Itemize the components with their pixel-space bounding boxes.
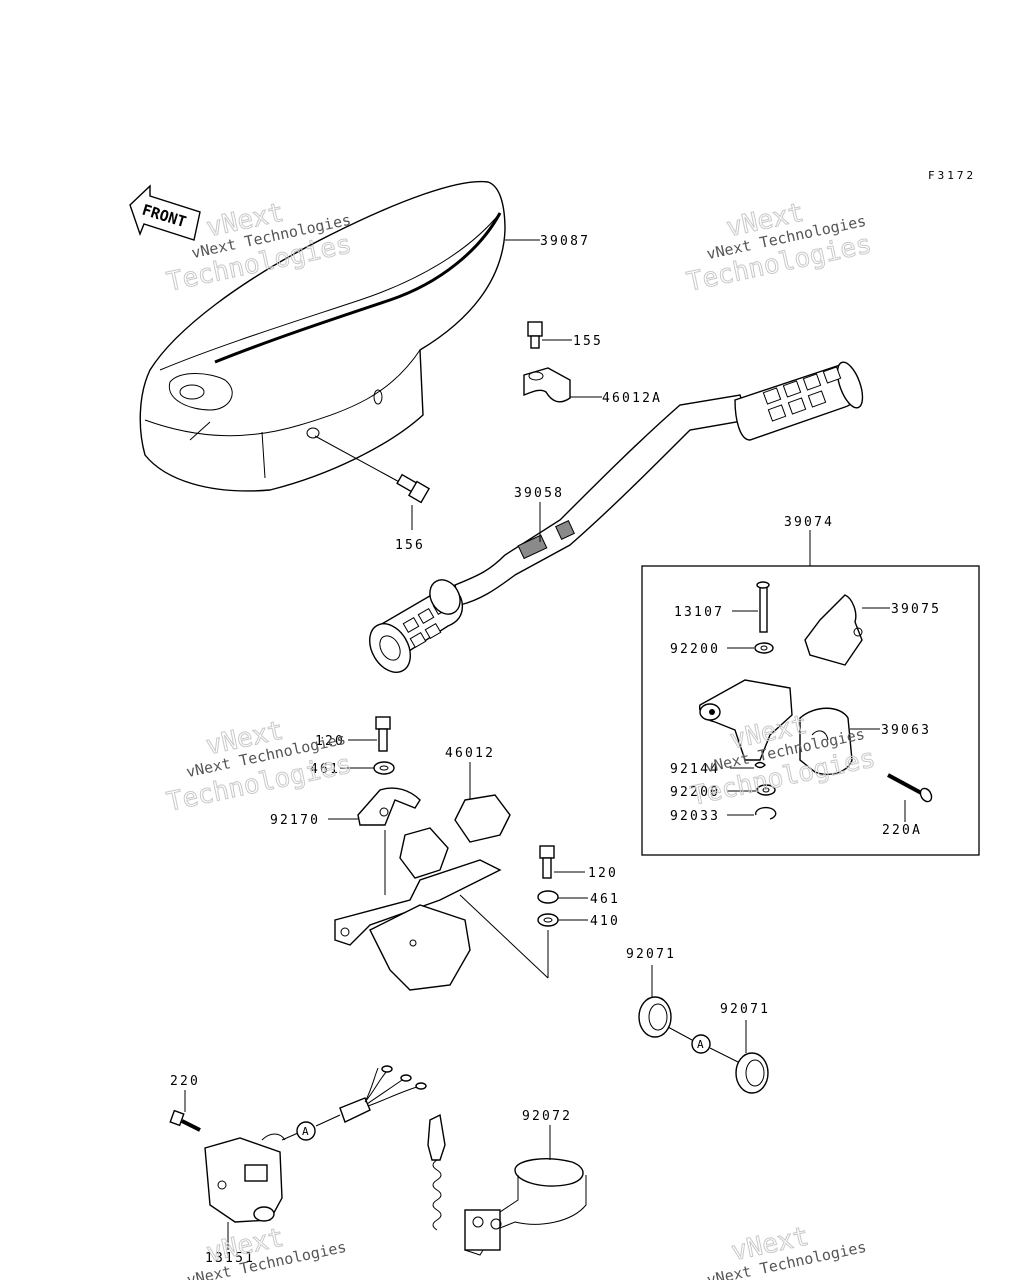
clamp-92170	[357, 787, 421, 826]
label-410: 410	[590, 914, 620, 929]
throttle-case-cover	[799, 707, 853, 776]
label-92071-left: 92071	[626, 947, 676, 962]
handlebar-holder-lower	[334, 762, 549, 991]
washer-461-lower	[537, 890, 559, 904]
label-39063: 39063	[881, 723, 931, 738]
front-arrow: FRONT	[129, 184, 201, 241]
bolt-156	[314, 435, 431, 530]
label-39087: 39087	[540, 234, 590, 249]
throttle-case-box	[641, 530, 980, 856]
handlebar	[369, 361, 864, 673]
label-92071-right: 92071	[720, 1002, 770, 1017]
bolt-120-lower	[539, 845, 555, 879]
grommet-92071-left	[638, 996, 672, 1038]
label-120-lower: 120	[588, 866, 618, 881]
label-155: 155	[573, 334, 603, 349]
washer-92200-upper	[754, 642, 774, 654]
handlebar-cover	[139, 180, 506, 492]
label-13151: 13151	[205, 1251, 255, 1266]
spring-92144	[754, 761, 766, 769]
washer-461-upper	[373, 761, 395, 775]
label-92200-upper: 92200	[670, 642, 720, 657]
throttle-lever	[804, 594, 863, 666]
label-220A: 220A	[882, 823, 922, 838]
label-461-lower: 461	[590, 892, 620, 907]
connector-marker-a-left: A	[296, 1121, 316, 1141]
wire-harness	[281, 1065, 427, 1141]
switch-13151	[204, 1133, 286, 1223]
label-92200-lower: 92200	[670, 785, 720, 800]
watermark-middle-left: vNext vNext Technologies Technologies	[164, 715, 355, 818]
bolt-155	[527, 321, 543, 349]
svg-text:A: A	[302, 1125, 309, 1138]
screw-220A	[887, 773, 933, 803]
label-92072: 92072	[522, 1109, 572, 1124]
grommet-92071-right	[735, 1052, 769, 1094]
label-92170: 92170	[270, 813, 320, 828]
label-39075: 39075	[891, 602, 941, 617]
clip-92033	[755, 806, 777, 820]
screw-220	[169, 1109, 201, 1132]
lanyard-92072	[427, 1113, 587, 1256]
label-39074: 39074	[784, 515, 834, 530]
label-120-upper: 120	[315, 734, 345, 749]
throttle-body	[698, 679, 793, 761]
watermark-bottom-right: vNext vNext Technologies	[705, 1221, 868, 1280]
label-46012: 46012	[445, 746, 495, 761]
pin-13107	[756, 581, 770, 633]
bolt-120-upper	[375, 716, 391, 752]
label-13107: 13107	[674, 605, 724, 620]
label-92144: 92144	[670, 762, 720, 777]
label-461-upper: 461	[310, 762, 340, 777]
watermark-top-right: vNext vNext Technologies Technologies	[684, 197, 875, 298]
washer-92200-lower	[756, 784, 776, 796]
washer-410	[537, 913, 559, 927]
label-46012A: 46012A	[602, 391, 662, 406]
figure-id: F3172	[928, 169, 976, 182]
svg-text:A: A	[697, 1038, 704, 1051]
connector-marker-a-right: A	[691, 1034, 711, 1054]
label-92033: 92033	[670, 809, 720, 824]
label-156: 156	[395, 538, 425, 553]
label-220: 220	[170, 1074, 200, 1089]
handlebar-holder-upper	[523, 367, 571, 403]
label-39058: 39058	[514, 486, 564, 501]
